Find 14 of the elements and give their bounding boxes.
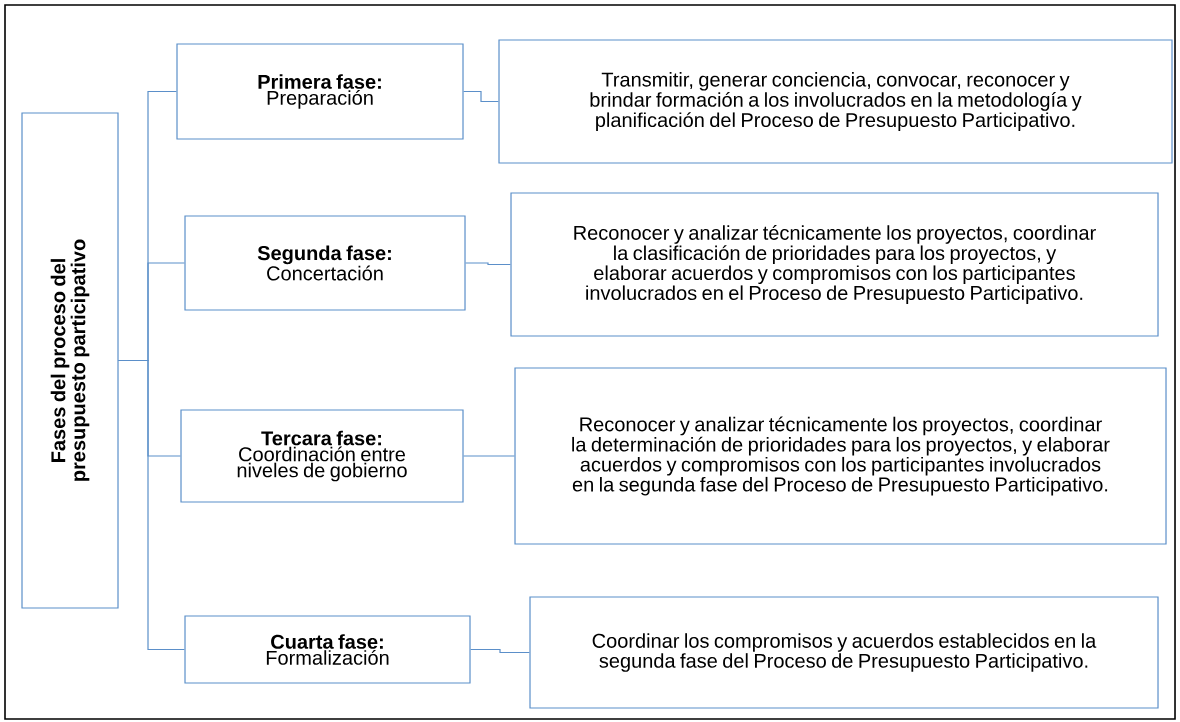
description-box: Reconocer y analizar técnicamente los proyectos, coordinar la determinación de prioridades para los proyectos, y elaborar acuerdos y compromisos con los participantes involucrados en la segunda fase del Proceso de Presupuesto Participativo. <box>514 367 1167 545</box>
phase-box: Segunda fase: Concertación <box>184 215 466 311</box>
description-box: Coordinar los compromisos y acuerdos establecidos en la segunda fase del Proceso de Presupuesto Participativo. <box>529 596 1159 709</box>
description-box: Reconocer y analizar técnicamente los proyectos, coordinar la clasificación de prioridades para los proyectos, y elaborar acuerdos y compromisos con los participantes involucrados en el Proceso de Presupuesto Participativo. <box>510 192 1159 337</box>
connector-line <box>465 262 511 266</box>
phase-box: Tercara fase: Coordinación entre niveles de gobierno <box>180 409 464 503</box>
root-box: Fases del proceso del presupuesto participativo <box>21 112 119 609</box>
connector-line <box>463 455 515 457</box>
description-box: Transmitir, generar conciencia, convocar, reconocer y brindar formación a los involucrados en la metodología y planificación del Proceso de Presupuesto Participativo. <box>498 39 1173 164</box>
connector-line <box>470 648 530 654</box>
connector-line <box>463 90 499 103</box>
phase-box: Cuarta fase: Formalización <box>184 615 471 684</box>
connector-line <box>118 359 185 651</box>
phase-box: Primera fase: Preparación <box>176 43 464 140</box>
